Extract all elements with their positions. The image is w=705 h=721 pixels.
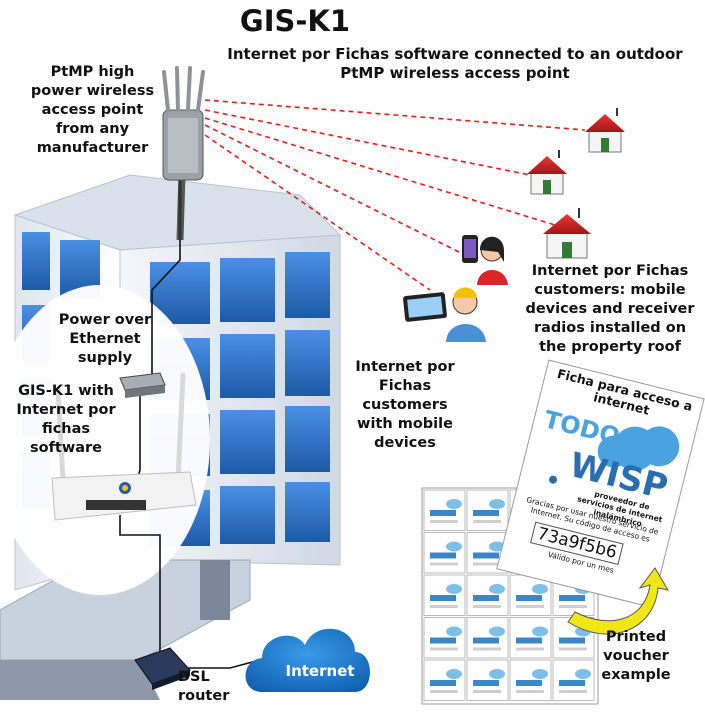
poe-label: Power over Ethernet supply: [58, 312, 152, 366]
mini-voucher: [509, 617, 552, 659]
ap-cable: [151, 240, 181, 378]
house-2: [527, 150, 567, 195]
voucher-card: [496, 359, 705, 609]
mini-voucher: [466, 659, 509, 701]
poe-supply-device: [119, 372, 166, 398]
voucher-arrow: [567, 567, 670, 635]
access-point-device: [162, 66, 205, 241]
mini-voucher: [423, 532, 466, 574]
mini-voucher: [509, 659, 552, 701]
internet-label: Internet: [285, 662, 355, 680]
mini-voucher: [466, 489, 509, 531]
mini-voucher: [423, 659, 466, 701]
mini-voucher: [466, 574, 509, 616]
house-3: [543, 208, 591, 259]
mini-voucher: [423, 489, 466, 531]
gis-k1-router-device: [51, 372, 197, 521]
gis-label: GIS-K1 with Internet por fichas software: [16, 383, 116, 456]
mini-voucher: [552, 659, 595, 701]
diagram-subtitle: Internet por Fichas software connected t…: [227, 45, 683, 82]
mini-voucher: [466, 617, 509, 659]
mini-voucher: [423, 574, 466, 616]
ap-label: PtMP high power wireless access point fr…: [30, 64, 155, 156]
diagram-title: GIS-K1: [239, 4, 351, 38]
voucher-brand-top: TODO: [541, 405, 623, 452]
phone-user: [462, 235, 508, 285]
mini-voucher: [423, 617, 466, 659]
dsl-router-label: DSL router: [178, 669, 230, 704]
voucher-example-label: Printed voucher example: [601, 629, 671, 683]
customers-roof-label: Internet por Fichas customers: mobile de…: [525, 263, 695, 355]
mini-voucher: [509, 574, 552, 616]
house-1: [585, 108, 625, 153]
tablet-user: [403, 287, 486, 342]
dsl-router-device: [134, 647, 191, 690]
wireless-links: [204, 99, 586, 291]
internet-cloud: [245, 628, 370, 692]
customers-mobile-label: Internet por Fichas customers with mobil…: [355, 359, 455, 451]
